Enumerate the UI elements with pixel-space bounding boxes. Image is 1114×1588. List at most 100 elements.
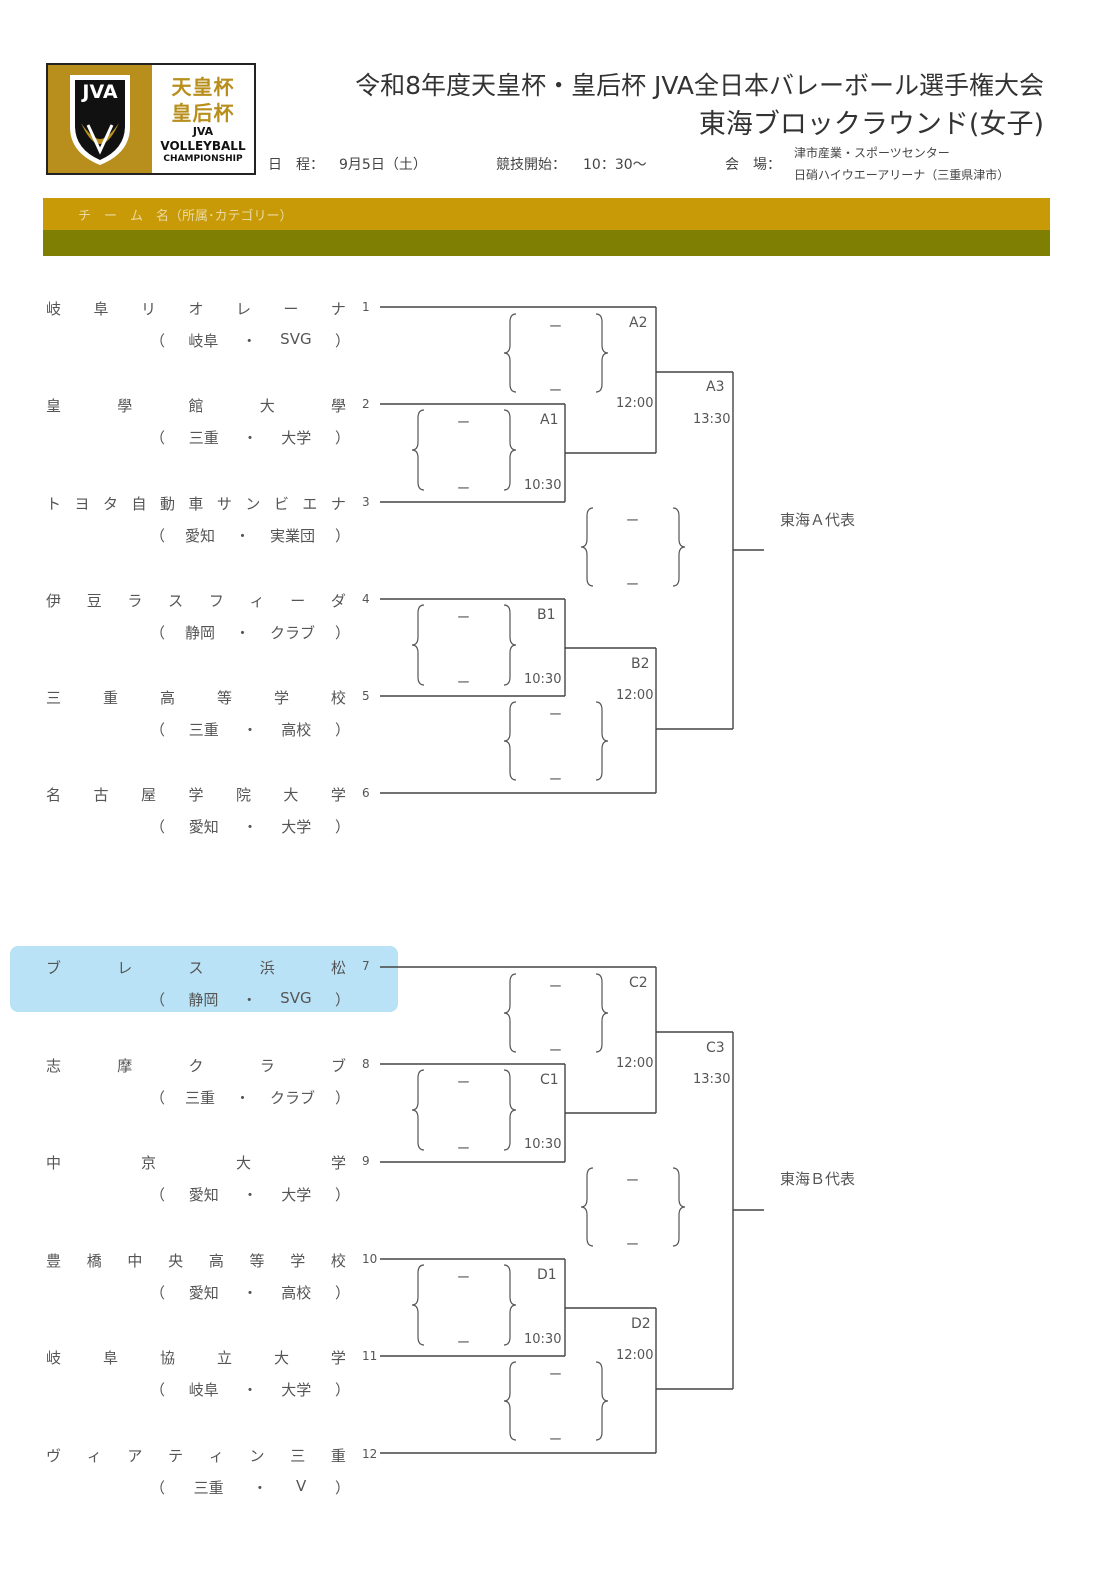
logo-en-line3: CHAMPIONSHIP — [163, 154, 243, 164]
team-name-char: 校 — [330, 689, 346, 707]
team-seed-number: 10 — [362, 1252, 378, 1266]
representative-b: 東海Ｂ代表 — [780, 1170, 856, 1188]
team-name-char: ー — [290, 592, 306, 610]
team-name: 岐阜リオレーナ — [46, 298, 346, 319]
team-name-char: ィ — [249, 592, 265, 610]
match-time: 13:30 — [693, 412, 731, 427]
team-name-char: 三 — [46, 689, 62, 707]
team-category: （愛知・実業団） — [150, 525, 350, 546]
date-label: 日 程： — [268, 157, 324, 173]
score-dash: ー — [626, 1238, 640, 1253]
team-category: （三重・大学） — [150, 427, 350, 448]
score-dash: ー — [549, 773, 563, 788]
team-name: ヴィアティン三重 — [46, 1445, 346, 1466]
team-name-char: 岐 — [46, 300, 62, 318]
team-category: （愛知・大学） — [150, 1184, 350, 1205]
match-time: 13:30 — [693, 1072, 731, 1087]
team-name-char: 校 — [330, 1252, 346, 1270]
score-dash: ー — [457, 676, 471, 691]
score-brace — [503, 1264, 517, 1346]
team-category-part: V — [296, 1477, 307, 1495]
team-category-part: 大学 — [281, 1381, 312, 1399]
team-name-char: フ — [208, 592, 224, 610]
score-dash: ー — [549, 1368, 563, 1383]
score-dash: ー — [457, 1271, 471, 1286]
team-name-char: ヴ — [46, 1447, 62, 1465]
team-name-char: 京 — [140, 1154, 156, 1172]
team-name-column-header: チ ー ム 名（所属･カテゴリー） — [78, 209, 293, 224]
team-category-part: ・ — [242, 1381, 258, 1399]
team-name-char: 重 — [330, 1447, 346, 1465]
team-name-char: 動 — [159, 495, 175, 513]
score-brace — [672, 1167, 686, 1247]
team-name-char: 高 — [159, 689, 175, 707]
team-name-char: 中 — [46, 1154, 62, 1172]
team-category-part: クラブ — [269, 624, 315, 642]
team-category-part: 愛知 — [188, 1284, 219, 1302]
team-category-part: 静岡 — [184, 624, 215, 642]
match-time: 12:00 — [616, 1056, 654, 1071]
team-name-char: ク — [188, 1057, 204, 1075]
team-name-char: ブ — [46, 959, 62, 977]
team-name-char: 豊 — [46, 1252, 62, 1270]
team-category-part: クラブ — [269, 1089, 315, 1107]
match-time: 10:30 — [524, 1332, 562, 1347]
score-dash: ー — [549, 1433, 563, 1448]
score-brace — [411, 409, 425, 491]
team-category: （静岡・SVG） — [150, 989, 350, 1010]
score-dash: ー — [457, 1142, 471, 1157]
score-brace — [503, 604, 517, 686]
team-seed-number: 4 — [362, 592, 370, 606]
match-time: 10:30 — [524, 478, 562, 493]
team-name-char: 学 — [188, 786, 204, 804]
score-brace — [595, 973, 609, 1053]
score-dash: ー — [549, 384, 563, 399]
team-name-char: 自 — [131, 495, 147, 513]
team-name-char: オ — [188, 300, 204, 318]
team-category-part: （ — [150, 1381, 166, 1399]
team-name-char: ビ — [273, 495, 289, 513]
team-category-part: 三重 — [184, 1089, 215, 1107]
team-name-char: 高 — [208, 1252, 224, 1270]
team-name: 三重高等学校 — [46, 687, 346, 708]
match-label: A3 — [706, 379, 725, 395]
team-seed-number: 1 — [362, 300, 370, 314]
score-brace — [580, 507, 594, 587]
team-name-char: 車 — [188, 495, 204, 513]
team-name-char: サ — [216, 495, 232, 513]
score-brace — [595, 313, 609, 393]
team-category-part: （ — [150, 1186, 166, 1204]
team-category-part: 三重 — [193, 1479, 224, 1497]
team-seed-number: 2 — [362, 397, 370, 411]
team-name-char: 央 — [168, 1252, 184, 1270]
team-name-char: 伊 — [46, 592, 62, 610]
team-name-char: 名 — [46, 786, 62, 804]
team-category-part: 三重 — [188, 721, 219, 739]
team-category-part: ） — [334, 1479, 350, 1497]
logo-text-panel: 天皇杯 皇后杯 JVA VOLLEYBALL CHAMPIONSHIP — [152, 65, 254, 173]
team-name: 伊豆ラスフィーダ — [46, 590, 346, 611]
team-category-part: （ — [150, 1284, 166, 1302]
team-name-char: 學 — [117, 397, 133, 415]
team-name: 豊橋中央高等学校 — [46, 1250, 346, 1271]
score-brace — [411, 1264, 425, 1346]
logo-jp-line2: 皇后杯 — [171, 101, 235, 125]
match-time: 10:30 — [524, 1137, 562, 1152]
team-name: 名古屋学院大学 — [46, 784, 346, 805]
match-label: B2 — [631, 656, 650, 672]
team-name: ブレス浜松 — [46, 957, 346, 978]
team-name-char: 三 — [290, 1447, 306, 1465]
team-name: 皇學館大學 — [46, 395, 346, 416]
match-time: 12:00 — [616, 1348, 654, 1363]
score-dash: ー — [626, 514, 640, 529]
team-category-part: ・ — [242, 1284, 258, 1302]
team-name-char: 大 — [283, 786, 299, 804]
team-category-part: 静岡 — [188, 991, 219, 1009]
team-name-char: 大 — [235, 1154, 251, 1172]
team-name-char: 屋 — [140, 786, 156, 804]
score-brace — [672, 507, 686, 587]
team-seed-number: 9 — [362, 1154, 370, 1168]
team-name: トヨタ自動車サンビエナ — [46, 493, 346, 514]
logo-en-line2: VOLLEYBALL — [160, 139, 246, 153]
team-name-char: ア — [127, 1447, 143, 1465]
